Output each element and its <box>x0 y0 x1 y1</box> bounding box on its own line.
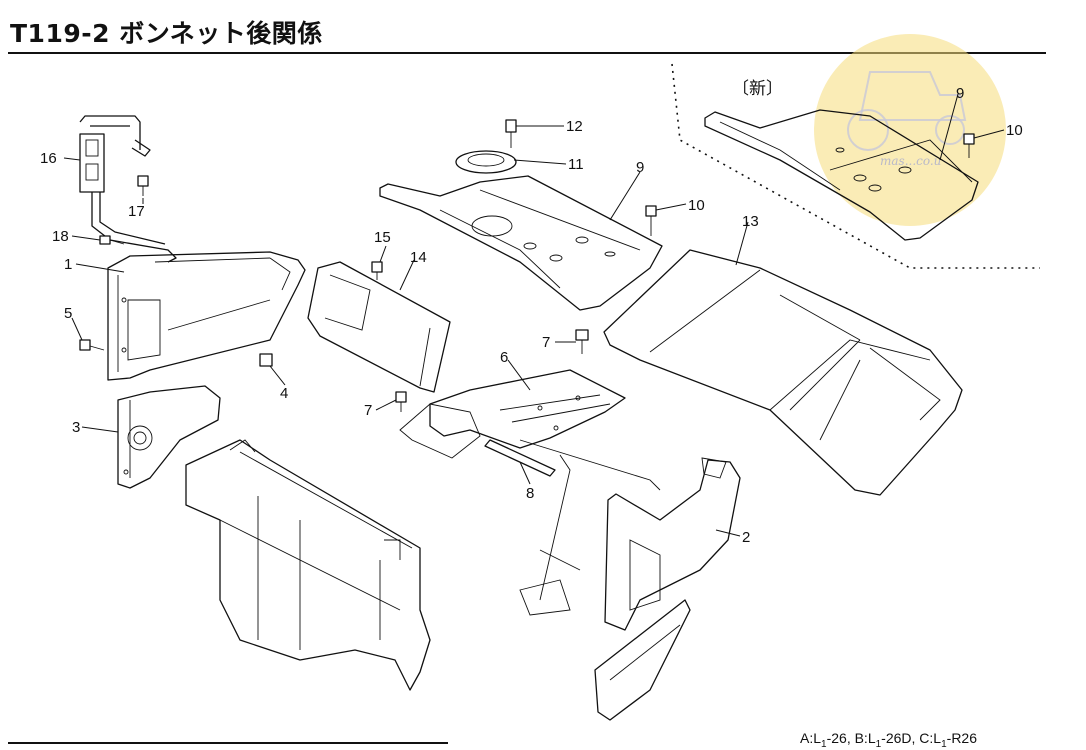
legend-a-prefix: A:L <box>800 730 822 746</box>
leader-lines <box>63 93 1005 537</box>
callout-5: 5 <box>64 305 72 322</box>
part-2-side-panel <box>594 457 741 721</box>
callout-7-lower: 7 <box>364 402 372 419</box>
inset-label-new: 〔新〕 <box>732 79 783 99</box>
legend-c-suffix: -R26 <box>946 730 978 746</box>
part-13-cover <box>603 249 963 496</box>
part-16-handle <box>79 115 177 263</box>
bolt-17 <box>137 175 149 196</box>
inset-part-9 <box>704 109 979 241</box>
callout-1: 1 <box>64 256 72 273</box>
part-3-bracket <box>117 385 221 489</box>
part-9-cover <box>379 175 663 311</box>
part-11-grommet <box>455 150 517 174</box>
model-legend: A:L1-26, B:L1-26D, C:L1-R26 <box>800 730 977 750</box>
bolt-7-lower <box>395 391 407 412</box>
nut-4 <box>259 353 273 367</box>
callout-2: 2 <box>742 529 750 546</box>
bolt-5 <box>79 339 105 351</box>
callout-14: 14 <box>410 249 427 266</box>
bolt-12 <box>505 119 517 148</box>
bolt-15 <box>371 261 383 280</box>
callout-12: 12 <box>566 118 583 135</box>
callout-15: 15 <box>374 229 391 246</box>
watermark-logo: mas...co.u <box>814 34 1006 226</box>
part-6-plate <box>399 369 626 459</box>
legend-c-prefix: C:L <box>919 730 942 746</box>
legend-c-sub: 1 <box>941 738 947 750</box>
callout-13: 13 <box>742 213 759 230</box>
legend-a-sub: 1 <box>821 738 827 750</box>
callout-3: 3 <box>72 419 80 436</box>
callout-7-upper: 7 <box>542 334 550 351</box>
legend-b-sub: 1 <box>875 738 882 750</box>
bottom-divider <box>8 742 448 744</box>
callout-11: 11 <box>568 156 584 173</box>
bolt-7-upper <box>575 329 589 354</box>
legend-b-prefix: B:L <box>854 730 876 746</box>
callout-10-inset: 10 <box>1006 122 1023 139</box>
callout-9-inset: 9 <box>956 85 964 102</box>
page-title: T119-2 ボンネット後関係 <box>10 19 323 48</box>
callout-6: 6 <box>500 349 508 366</box>
inset-bolt-10 <box>963 133 975 158</box>
callout-18: 18 <box>52 228 69 245</box>
part-1-bracket <box>107 251 306 381</box>
part-14-panel <box>307 261 451 393</box>
callout-9: 9 <box>636 159 644 176</box>
callout-4: 4 <box>280 385 288 402</box>
callout-17: 17 <box>128 203 145 220</box>
part-8-rod <box>484 439 556 477</box>
callout-16: 16 <box>40 150 57 167</box>
callout-10: 10 <box>688 197 705 214</box>
chassis-frame <box>185 439 661 691</box>
legend-a-suffix: -26, <box>826 730 851 746</box>
callout-8: 8 <box>526 485 534 502</box>
title-divider <box>8 52 1046 54</box>
watermark-text: mas...co.u <box>880 154 941 168</box>
bolt-10 <box>645 205 657 236</box>
legend-b-suffix: -26D, <box>881 730 916 746</box>
